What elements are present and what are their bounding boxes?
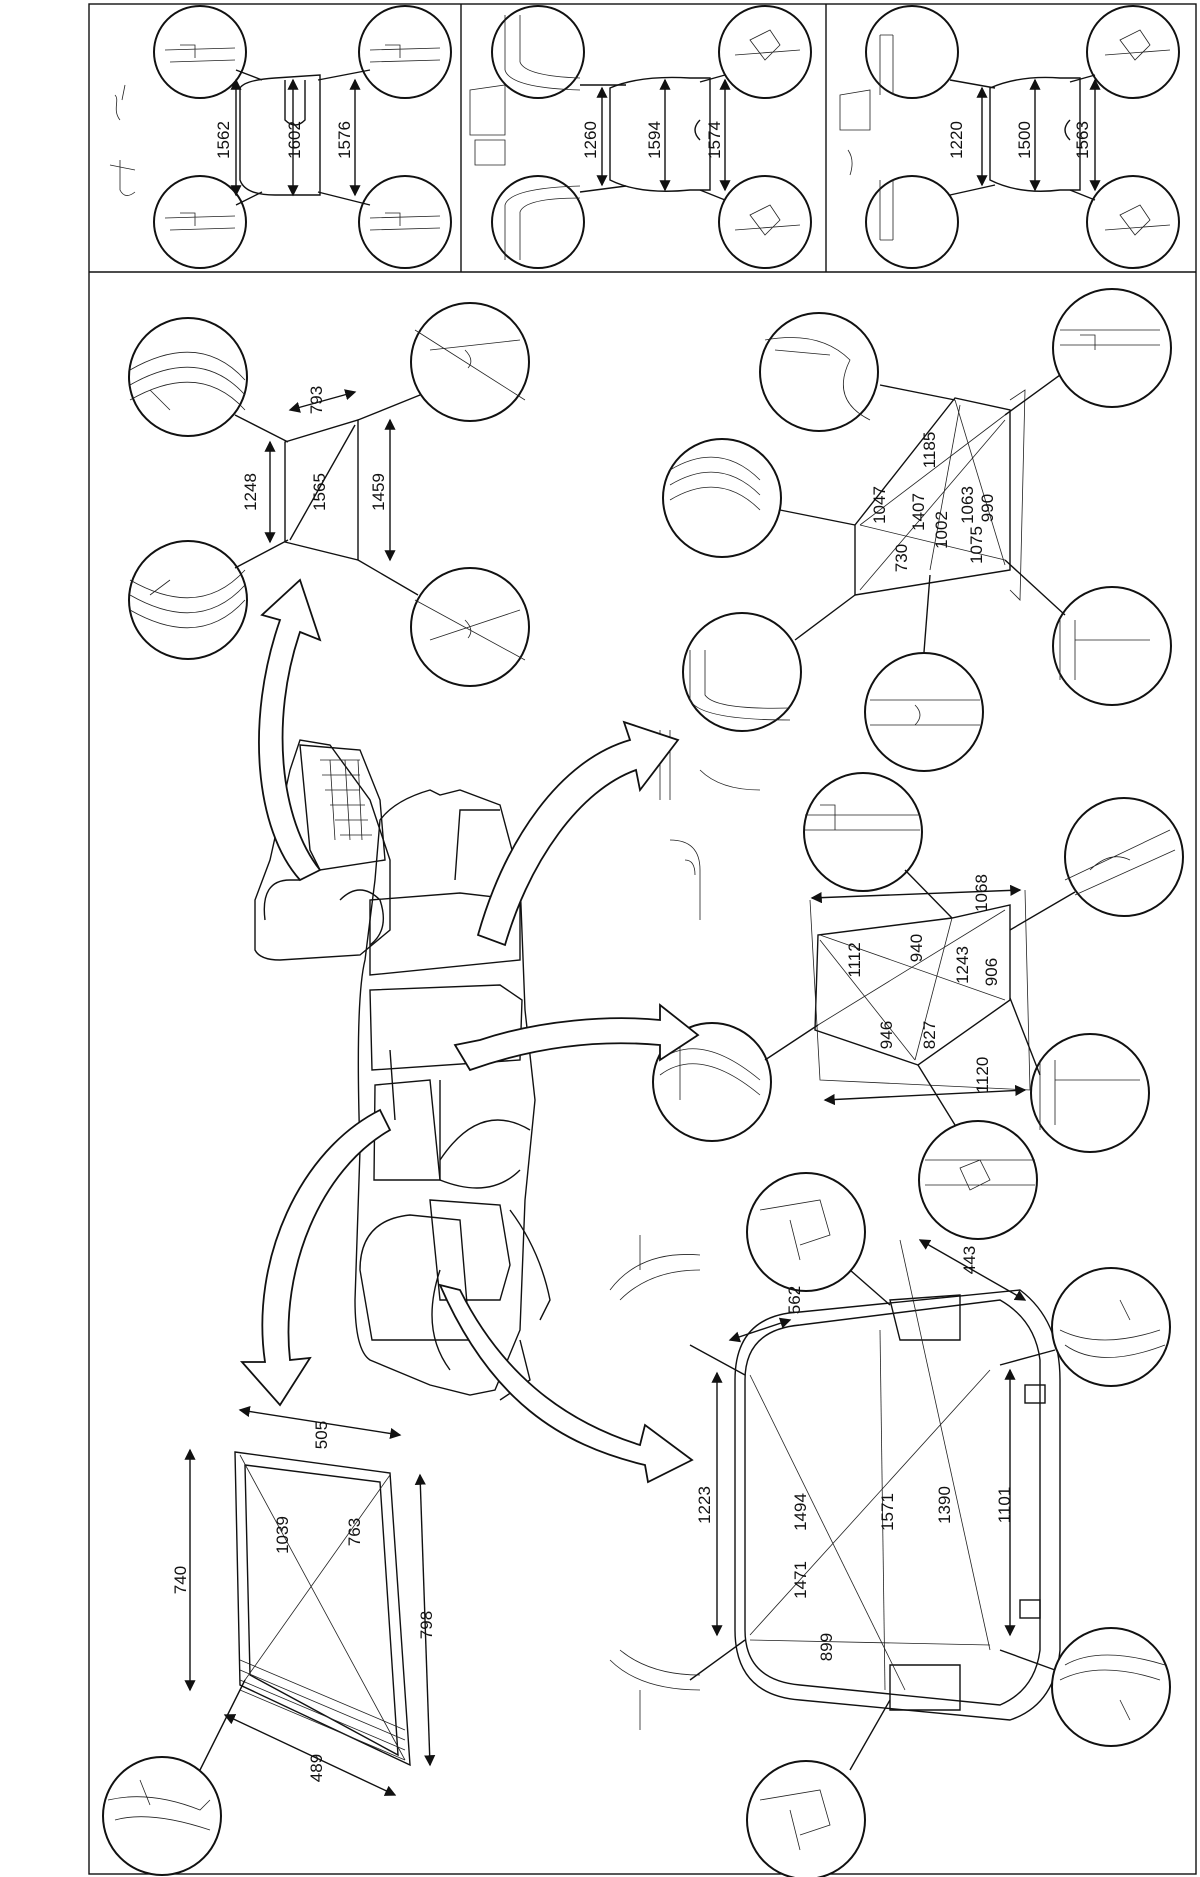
rd-dim-5: 1002 (932, 511, 951, 549)
windscreen (609, 1172, 1171, 1877)
sp-dim-bottom: 489 (307, 1754, 326, 1782)
sp-dim-right: 798 (417, 1611, 436, 1639)
top-panel-2 (469, 5, 812, 269)
ws-dim-9: 899 (817, 1633, 836, 1661)
ws-dim-5: 1571 (878, 1493, 897, 1531)
ul-dim-top: 793 (307, 386, 326, 414)
ws-dim-2: 562 (785, 1286, 804, 1314)
p3-dim-1: 1220 (947, 121, 966, 159)
sp-dim-left: 740 (171, 1566, 190, 1594)
arrow-to-rear-door (476, 720, 680, 947)
top-panel-1 (109, 5, 452, 269)
p2-dim-3: 1574 (705, 121, 724, 159)
outer-frame (88, 3, 1197, 1875)
rd-dim-1: 1185 (920, 432, 939, 469)
ul-dim-right: 1459 (369, 473, 388, 511)
rd-dim-6: 990 (978, 494, 997, 522)
p1-dim-3: 1576 (335, 121, 354, 159)
arrow-to-front-door (453, 1003, 700, 1072)
upper-left-window (128, 302, 530, 687)
fd-dim-4: 1243 (953, 946, 972, 984)
fd-dim-8: 1120 (973, 1057, 992, 1094)
ws-dim-3: 1223 (695, 1486, 714, 1524)
arrow-to-upper-window (258, 578, 322, 882)
rear-door-window (662, 288, 1172, 772)
rd-dim-8: 1075 (967, 526, 986, 564)
arrow-to-side-panel (240, 1108, 392, 1407)
ws-dim-8: 1471 (791, 1561, 810, 1599)
rd-dim-3: 1407 (909, 493, 928, 531)
fd-dim-6: 946 (877, 1021, 896, 1049)
fd-dim-2: 1112 (845, 942, 864, 977)
fd-dim-3: 940 (907, 934, 926, 962)
ws-dim-6: 1390 (935, 1486, 954, 1524)
p3-dim-3: 1563 (1073, 121, 1092, 159)
rd-dim-4: 1063 (958, 486, 977, 524)
p1-dim-2: 1602 (285, 121, 304, 159)
ul-dim-left: 1248 (241, 473, 260, 511)
p3-dim-2: 1500 (1015, 121, 1034, 159)
rd-dim-2: 1047 (870, 486, 889, 524)
vehicle-rear-view (254, 739, 391, 961)
side-panel-window (102, 1405, 436, 1876)
sp-dim-diag1: 1039 (273, 1516, 292, 1554)
arrow-to-windscreen (438, 1283, 694, 1484)
ws-dim-4: 1494 (791, 1493, 810, 1531)
ul-dim-diag: 1565 (310, 473, 329, 511)
p1-dim-1: 1562 (214, 121, 233, 159)
fd-dim-5: 906 (982, 958, 1001, 986)
sp-dim-top: 505 (312, 1421, 331, 1449)
p2-dim-1: 1260 (581, 121, 600, 159)
sp-dim-diag2: 763 (345, 1518, 364, 1546)
fd-dim-7: 827 (920, 1021, 939, 1049)
rd-dim-7: 730 (892, 544, 911, 572)
top-panel-3 (839, 5, 1180, 269)
ws-dim-1: 443 (960, 1246, 979, 1274)
front-door-window (652, 730, 1184, 1240)
fd-dim-1: 1068 (972, 874, 991, 912)
p2-dim-2: 1594 (645, 121, 664, 159)
ws-dim-7: 1101 (995, 1487, 1014, 1524)
